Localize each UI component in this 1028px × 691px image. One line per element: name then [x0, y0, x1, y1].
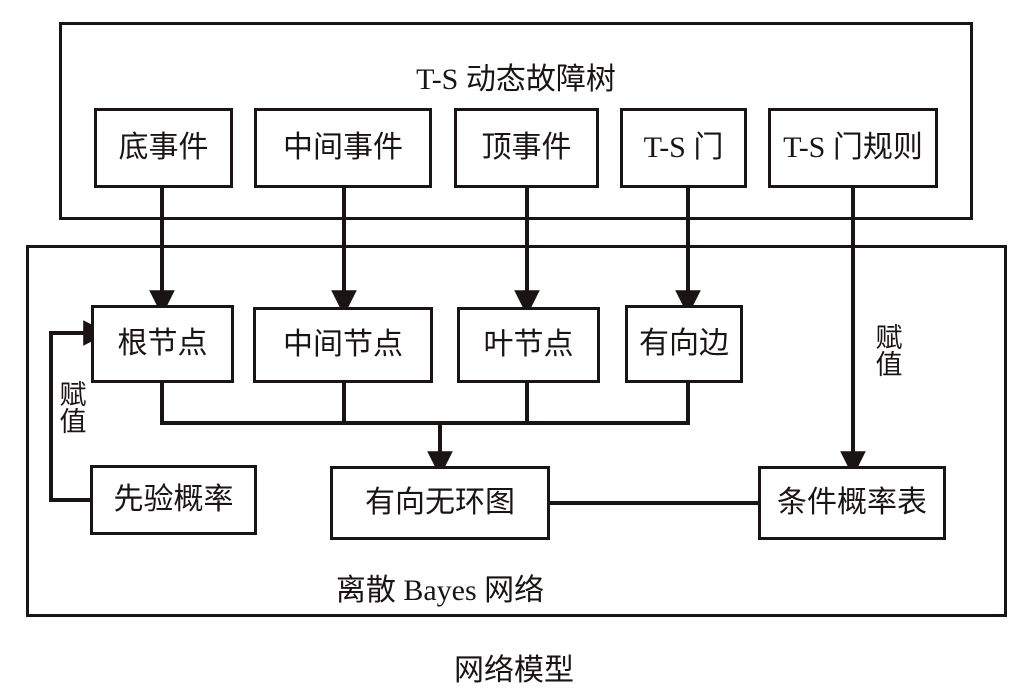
discrete-bayes-network-group: [26, 245, 1007, 617]
box-ts-gate[interactable]: T-S 门: [620, 108, 747, 188]
box-root-node[interactable]: 根节点: [91, 305, 234, 383]
edge-label-left-assignment-char-1: 赋: [59, 380, 87, 410]
box-directed-edge[interactable]: 有向边: [625, 305, 743, 383]
diagram-caption: 网络模型: [454, 654, 574, 687]
box-leaf-node[interactable]: 叶节点: [457, 307, 600, 383]
edge-label-left-assignment-char-2: 值: [59, 407, 87, 437]
edge-prior-to-root: [49, 320, 109, 502]
box-intermediate-event[interactable]: 中间事件: [254, 108, 432, 188]
box-conditional-probability-table[interactable]: 条件概率表: [758, 466, 946, 540]
box-prior-probability[interactable]: 先验概率: [90, 465, 257, 535]
box-ts-gate-rule[interactable]: T-S 门规则: [768, 108, 938, 188]
ts-dynamic-fault-tree-title: T-S 动态故障树: [416, 63, 616, 96]
edge-label-right-assignment-char-2: 值: [875, 350, 903, 380]
box-top-event[interactable]: 顶事件: [454, 108, 599, 188]
edge-label-right-assignment: 赋 值: [874, 325, 904, 379]
ts-dynamic-fault-tree-group: [59, 22, 973, 220]
discrete-bayes-network-title: 离散 Bayes 网络: [335, 574, 545, 607]
box-basic-event[interactable]: 底事件: [94, 108, 233, 188]
edge-label-right-assignment-char-1: 赋: [875, 323, 903, 353]
box-intermediate-node[interactable]: 中间节点: [253, 307, 433, 383]
box-directed-acyclic-graph[interactable]: 有向无环图: [330, 466, 550, 540]
edge-label-left-assignment: 赋 值: [58, 382, 88, 436]
